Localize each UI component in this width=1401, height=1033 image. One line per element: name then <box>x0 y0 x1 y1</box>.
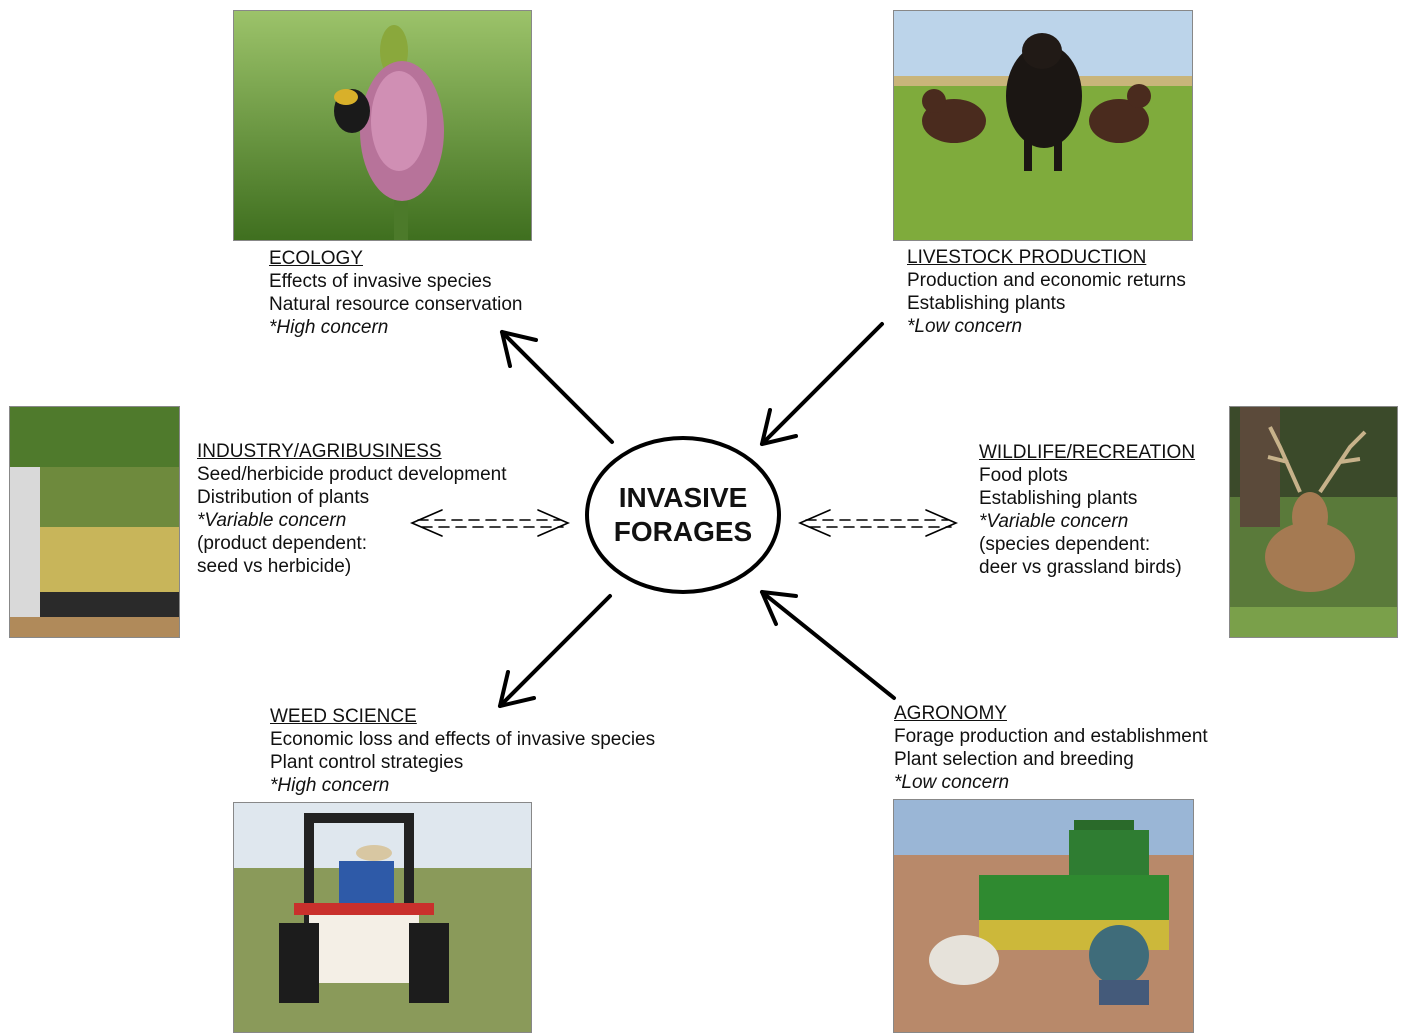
livestock-concern: *Low concern <box>907 316 1023 337</box>
center-line-2: FORAGES <box>613 516 753 547</box>
industry-line: Distribution of plants <box>197 487 370 508</box>
weed-science-block: WEED SCIENCE Economic loss and effects o… <box>270 705 655 797</box>
weed-science-concern: *High concern <box>270 775 390 796</box>
livestock-line: Establishing plants <box>907 293 1066 314</box>
agronomy-heading: AGRONOMY <box>894 703 1007 724</box>
industry-note: (product dependent: <box>197 533 368 554</box>
arrow-from-livestock <box>760 322 884 446</box>
arrow-to-ecology <box>500 330 614 444</box>
arrow-from-agronomy <box>760 590 896 700</box>
industry-heading: INDUSTRY/AGRIBUSINESS <box>197 441 442 462</box>
weed-science-heading: WEED SCIENCE <box>270 706 417 727</box>
industry-photo-potted-plants <box>9 406 180 638</box>
agronomy-block: AGRONOMY Forage production and establish… <box>894 702 1208 794</box>
industry-note: seed vs herbicide) <box>197 556 352 577</box>
wildlife-note: (species dependent: <box>979 534 1151 555</box>
weed-science-line: Plant control strategies <box>270 752 464 773</box>
weed-science-photo-tractor-sprayer <box>233 802 532 1033</box>
arrow-to-weed-science <box>498 594 612 708</box>
wildlife-line: Establishing plants <box>979 488 1138 509</box>
wildlife-heading: WILDLIFE/RECREATION <box>979 442 1196 463</box>
industry-concern: *Variable concern <box>197 510 347 531</box>
center-invasive-forages: INVASIVE FORAGES <box>585 436 781 594</box>
ecology-line: Natural resource conservation <box>269 294 523 315</box>
agronomy-photo-seed-drill <box>893 799 1194 1033</box>
dashed-arrow-wildlife <box>797 509 959 537</box>
livestock-line: Production and economic returns <box>907 270 1186 291</box>
livestock-photo-cattle <box>893 10 1193 241</box>
livestock-block: LIVESTOCK PRODUCTION Production and econ… <box>907 246 1186 338</box>
wildlife-concern: *Variable concern <box>979 511 1129 532</box>
ecology-line: Effects of invasive species <box>269 271 492 292</box>
center-line-1: INVASIVE <box>618 482 748 513</box>
weed-science-line: Economic loss and effects of invasive sp… <box>270 729 656 750</box>
ecology-heading: ECOLOGY <box>269 248 363 269</box>
wildlife-block: WILDLIFE/RECREATION Food plots Establish… <box>979 441 1195 579</box>
agronomy-line: Forage production and establishment <box>894 726 1208 747</box>
agronomy-line: Plant selection and breeding <box>894 749 1134 770</box>
wildlife-photo-deer <box>1229 406 1398 638</box>
wildlife-note: deer vs grassland birds) <box>979 557 1182 578</box>
livestock-heading: LIVESTOCK PRODUCTION <box>907 247 1147 268</box>
ecology-block: ECOLOGY Effects of invasive species Natu… <box>269 247 522 339</box>
ecology-concern: *High concern <box>269 317 389 338</box>
wildlife-line: Food plots <box>979 465 1068 486</box>
agronomy-concern: *Low concern <box>894 772 1010 793</box>
ecology-photo-bee-on-flower <box>233 10 532 241</box>
industry-block: INDUSTRY/AGRIBUSINESS Seed/herbicide pro… <box>197 440 506 578</box>
industry-line: Seed/herbicide product development <box>197 464 507 485</box>
